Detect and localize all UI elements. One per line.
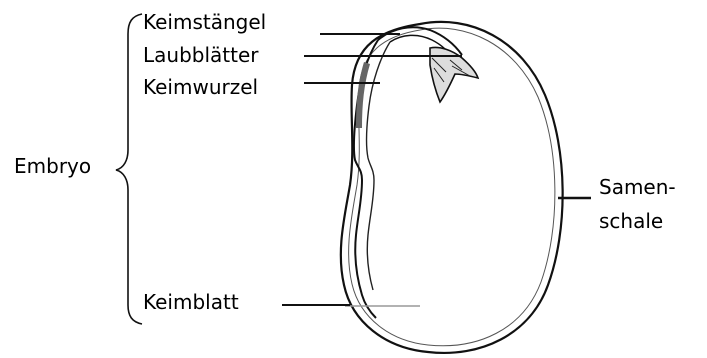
label-keimblatt: Keimblatt bbox=[143, 291, 239, 313]
label-keimwurzel: Keimwurzel bbox=[143, 76, 258, 98]
label-keimstaengel: Keimstängel bbox=[143, 11, 266, 33]
label-samenschale-line1: Samen- bbox=[599, 176, 676, 198]
label-samenschale-line2: schale bbox=[599, 210, 663, 232]
embryo-axis-inner bbox=[367, 42, 390, 290]
embryo-brace bbox=[116, 14, 142, 324]
label-laubblaetter: Laubblätter bbox=[143, 44, 259, 66]
label-embryo: Embryo bbox=[14, 155, 91, 177]
